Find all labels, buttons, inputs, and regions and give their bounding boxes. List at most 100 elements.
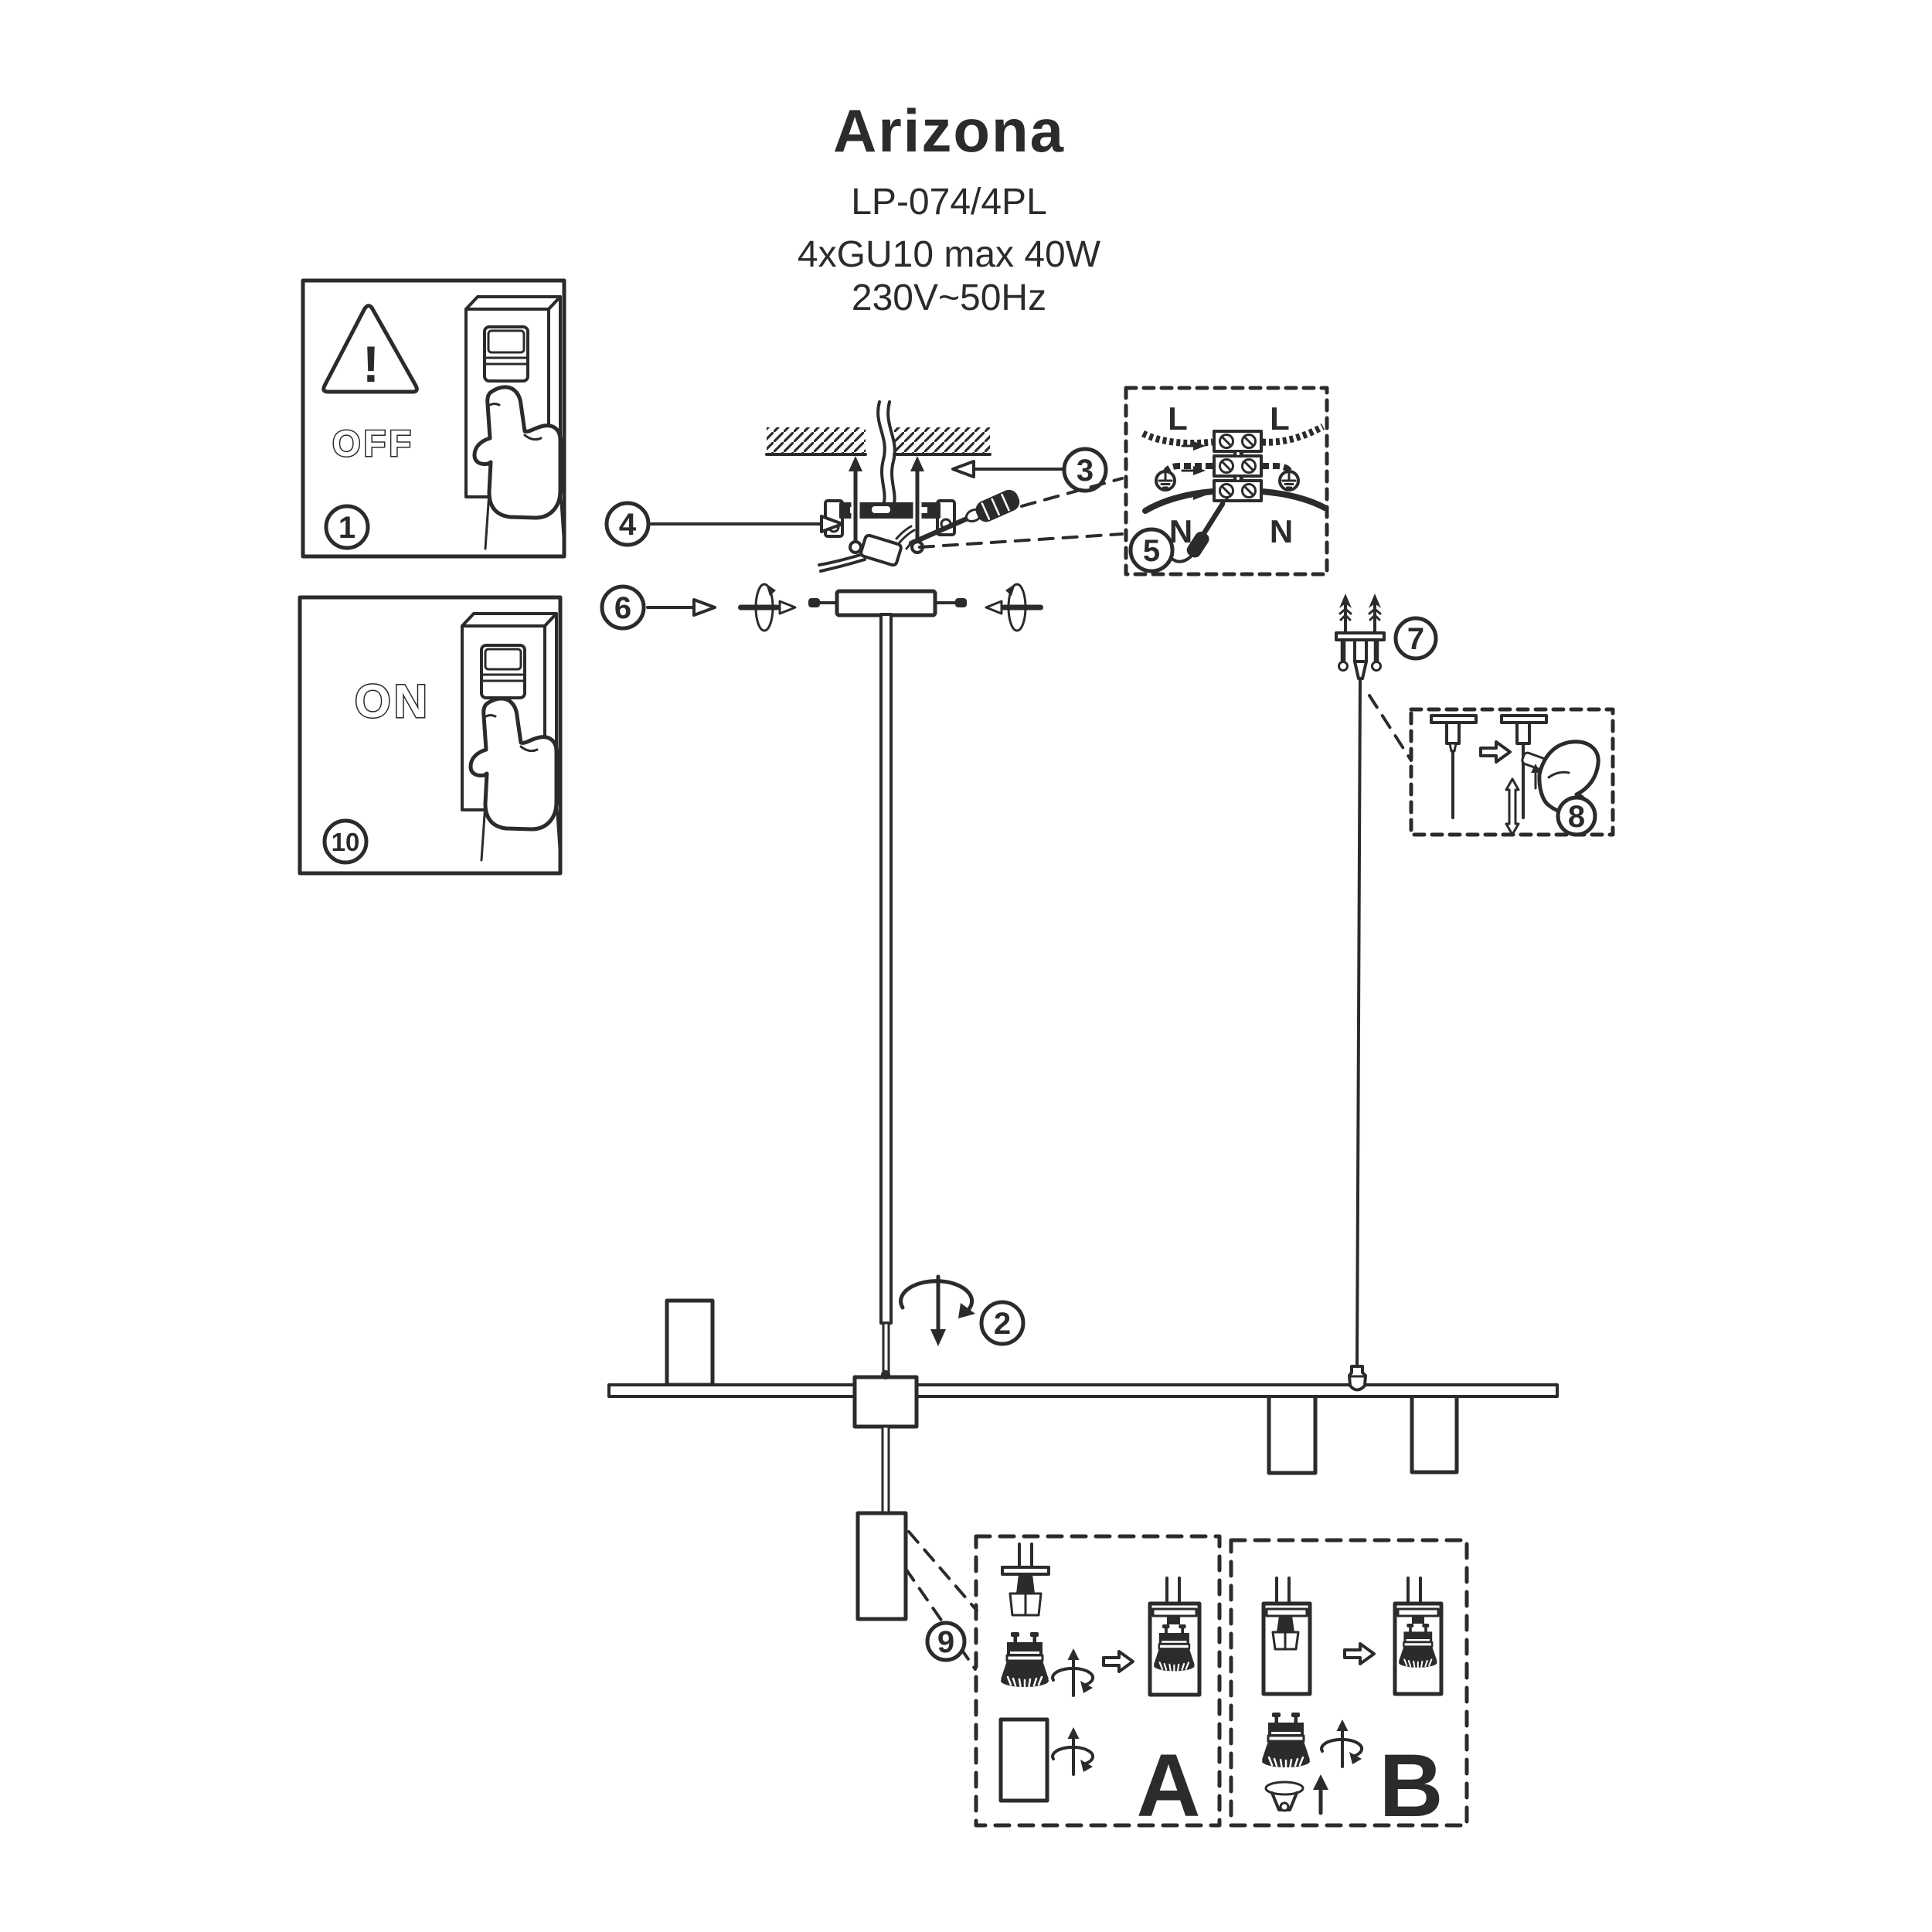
cable-adjust-box-step8: 8 <box>1409 707 1615 837</box>
spring-clip-icon <box>1264 1781 1304 1812</box>
screwdriver-icon <box>1172 497 1229 563</box>
cable-after-with-hand <box>1500 714 1600 836</box>
anchor-icon <box>1338 592 1353 635</box>
neutral-wire <box>1259 488 1328 511</box>
off-label: OFF <box>332 423 414 464</box>
earth-symbol <box>1278 470 1300 492</box>
callout-arrowhead <box>951 460 975 478</box>
lamp-spec: 4xGU10 max 40W <box>798 234 1101 275</box>
step8-badge: 8 <box>1556 795 1597 837</box>
canopy-step6: 6 <box>600 582 1045 632</box>
svg-text:4: 4 <box>619 508 637 542</box>
screwdriver-icon <box>905 489 1020 550</box>
earth-wire <box>1262 463 1292 473</box>
svg-text:6: 6 <box>614 591 631 625</box>
cable-suspension-step7: 7 <box>1335 592 1438 1368</box>
cable-before <box>1430 714 1478 819</box>
warning-exclamation: ! <box>362 335 379 393</box>
ceiling-hatch-right <box>894 427 990 454</box>
plate-screw <box>1338 639 1382 672</box>
assembled-head <box>1148 1577 1202 1697</box>
step4-callout: 4 <box>604 501 844 547</box>
lamp-head-up <box>665 1298 715 1387</box>
canopy-screw-rotate-icon <box>985 582 1045 632</box>
shade-with-socket <box>1261 1577 1312 1696</box>
cable-cone-connector <box>1348 1365 1367 1392</box>
lamp-head-down <box>1410 1389 1459 1475</box>
mains-wire <box>886 400 896 505</box>
head-stem <box>881 1425 890 1515</box>
title-block: Arizona LP-074/4PL 4xGU10 max 40W 230V~5… <box>798 97 1101 318</box>
stem-rod <box>879 613 893 1325</box>
svg-text:9: 9 <box>937 1625 954 1659</box>
insert-arrow <box>1181 441 1206 500</box>
ceiling-hatch-left <box>767 427 866 454</box>
step6-callout: 6 <box>600 584 716 631</box>
ceiling-mounting: 3 4 <box>604 400 1124 573</box>
lamp-head-down <box>1267 1389 1318 1475</box>
gu10-bulb-icon <box>1260 1711 1311 1769</box>
empty-shade <box>998 1717 1049 1803</box>
svg-text:2: 2 <box>994 1307 1011 1341</box>
variant-a-box: A <box>974 1534 1222 1835</box>
step3-callout: 3 <box>951 447 1108 493</box>
variant-a-label: A <box>1136 1736 1200 1835</box>
power-spec: 230V~50Hz <box>852 277 1046 318</box>
neutral-label-right: N <box>1270 513 1293 549</box>
step10-switch-on-panel: ON 10 <box>298 595 563 876</box>
step5-badge: 5 <box>1128 527 1175 573</box>
product-title: Arizona <box>833 97 1065 165</box>
product-model: LP-074/4PL <box>851 182 1047 223</box>
adjust-hand-icon <box>1537 740 1600 815</box>
leader-line <box>1020 477 1124 508</box>
svg-text:10: 10 <box>332 828 360 856</box>
neutral-wire <box>1142 488 1216 514</box>
live-label-right: L <box>1270 400 1290 437</box>
leader-line <box>904 1567 977 1671</box>
up-down-arrow-icon <box>1505 777 1520 836</box>
earth-symbol <box>1155 470 1176 492</box>
gu10-bulb-icon <box>999 1631 1050 1689</box>
svg-text:8: 8 <box>1568 800 1585 834</box>
mains-wire <box>876 400 886 504</box>
wire-connector-icon <box>818 525 916 573</box>
frame-bar <box>607 1383 1559 1398</box>
bulb-install-step9: 9 <box>904 1530 1469 1835</box>
mounting-screw <box>849 456 862 554</box>
leader-line <box>907 1530 978 1612</box>
on-label: ON <box>355 675 430 727</box>
next-arrow-icon <box>1479 740 1512 764</box>
variant-b-box: B <box>1229 1538 1469 1835</box>
leader-line <box>1368 694 1413 762</box>
stem-rod-thread <box>882 1321 890 1374</box>
fixture-frame: 2 <box>607 613 1559 1621</box>
rotate-arrow-icon <box>1051 1726 1095 1776</box>
step9-badge: 9 <box>925 1621 967 1662</box>
svg-text:7: 7 <box>1407 622 1424 656</box>
socket-assembly <box>1001 1543 1050 1617</box>
next-arrow-icon <box>1102 1650 1134 1673</box>
central-joint-block <box>852 1375 919 1429</box>
lamp-head-center <box>855 1511 908 1621</box>
step1-switch-off-panel: ! OFF 1 <box>301 278 566 559</box>
step1-badge: 1 <box>324 504 370 550</box>
svg-text:5: 5 <box>1143 534 1160 568</box>
warning-triangle-icon <box>321 304 419 394</box>
callout-arrowhead <box>692 598 716 617</box>
insert-up-arrow <box>1313 1774 1328 1815</box>
suspension-cable <box>1355 677 1362 1368</box>
canopy <box>835 589 937 617</box>
assembled-head <box>1393 1577 1444 1696</box>
variant-b-label: B <box>1379 1736 1443 1835</box>
live-wire <box>1141 430 1213 447</box>
cable-grip-housing <box>1353 638 1368 663</box>
svg-text:1: 1 <box>338 511 355 545</box>
step10-badge: 10 <box>322 818 369 865</box>
rotate-arrow-icon <box>1051 1647 1095 1697</box>
live-label-left: L <box>1168 400 1188 437</box>
svg-text:3: 3 <box>1077 454 1094 488</box>
live-wire <box>1261 423 1325 446</box>
leader-line <box>918 532 1124 549</box>
